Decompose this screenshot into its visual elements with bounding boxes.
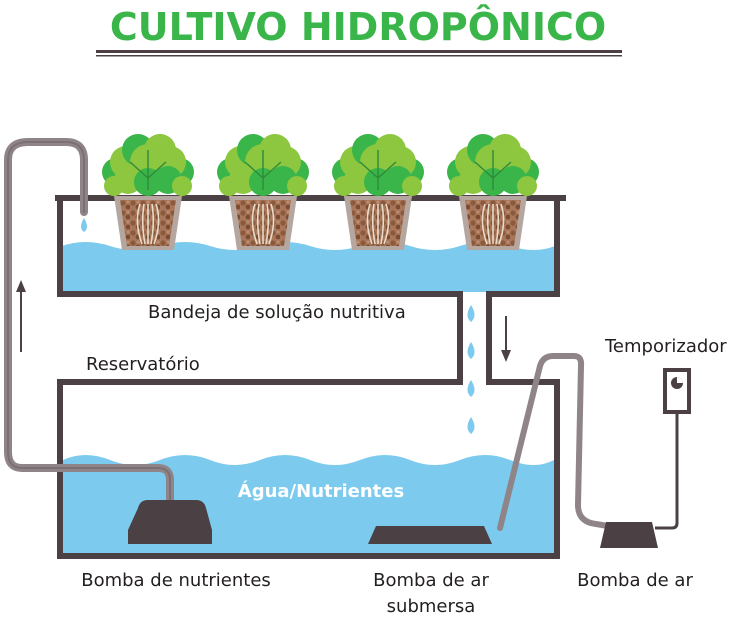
- nutrient-pump-label: Bomba de nutrientes: [81, 570, 271, 591]
- lettuce-icon: [102, 134, 194, 196]
- timer-label: Temporizador: [604, 336, 727, 357]
- roots: [251, 203, 275, 245]
- water-drop-icon: [81, 218, 87, 232]
- tray-wall: [57, 198, 560, 559]
- submersible-air-pump: [368, 526, 492, 544]
- tray-rim: [55, 195, 566, 201]
- title-underline-2: [96, 55, 622, 57]
- roots: [481, 203, 505, 245]
- tray-label: Bandeja de solução nutritiva: [148, 302, 406, 323]
- air-line: [497, 353, 611, 531]
- timer-dial-mark: [677, 377, 683, 383]
- lettuce-icon: [447, 134, 539, 196]
- title-underline: [96, 50, 622, 53]
- plant-pot: [447, 134, 539, 250]
- submersible-pump-label-line2: submersa: [387, 596, 476, 617]
- timer-wire: [655, 412, 679, 530]
- drip-drops: [467, 305, 475, 434]
- plants-group: [102, 134, 539, 250]
- tray-water: [62, 242, 555, 292]
- nutrient-pipe-inner: [7, 141, 171, 501]
- lettuce-icon: [217, 134, 309, 196]
- arrow-up-icon: [16, 280, 26, 352]
- diagram-title: CULTIVO HIDROPÔNICO: [110, 5, 606, 49]
- reservoir-label: Reservatório: [86, 354, 200, 375]
- air-pump: [600, 522, 658, 548]
- timer-box: [663, 368, 691, 414]
- lettuce-icon: [332, 134, 424, 196]
- arrow-down-icon: [501, 316, 511, 362]
- roots: [366, 203, 390, 245]
- plant-pot: [332, 134, 424, 250]
- water-label: Água/Nutrientes: [238, 480, 404, 502]
- air-pump-label: Bomba de ar: [577, 570, 693, 591]
- submersible-pump-label-line1: Bomba de ar: [373, 570, 489, 591]
- roots: [136, 203, 160, 245]
- plant-pot: [217, 134, 309, 250]
- nutrient-pump: [128, 500, 212, 544]
- plant-pot: [102, 134, 194, 250]
